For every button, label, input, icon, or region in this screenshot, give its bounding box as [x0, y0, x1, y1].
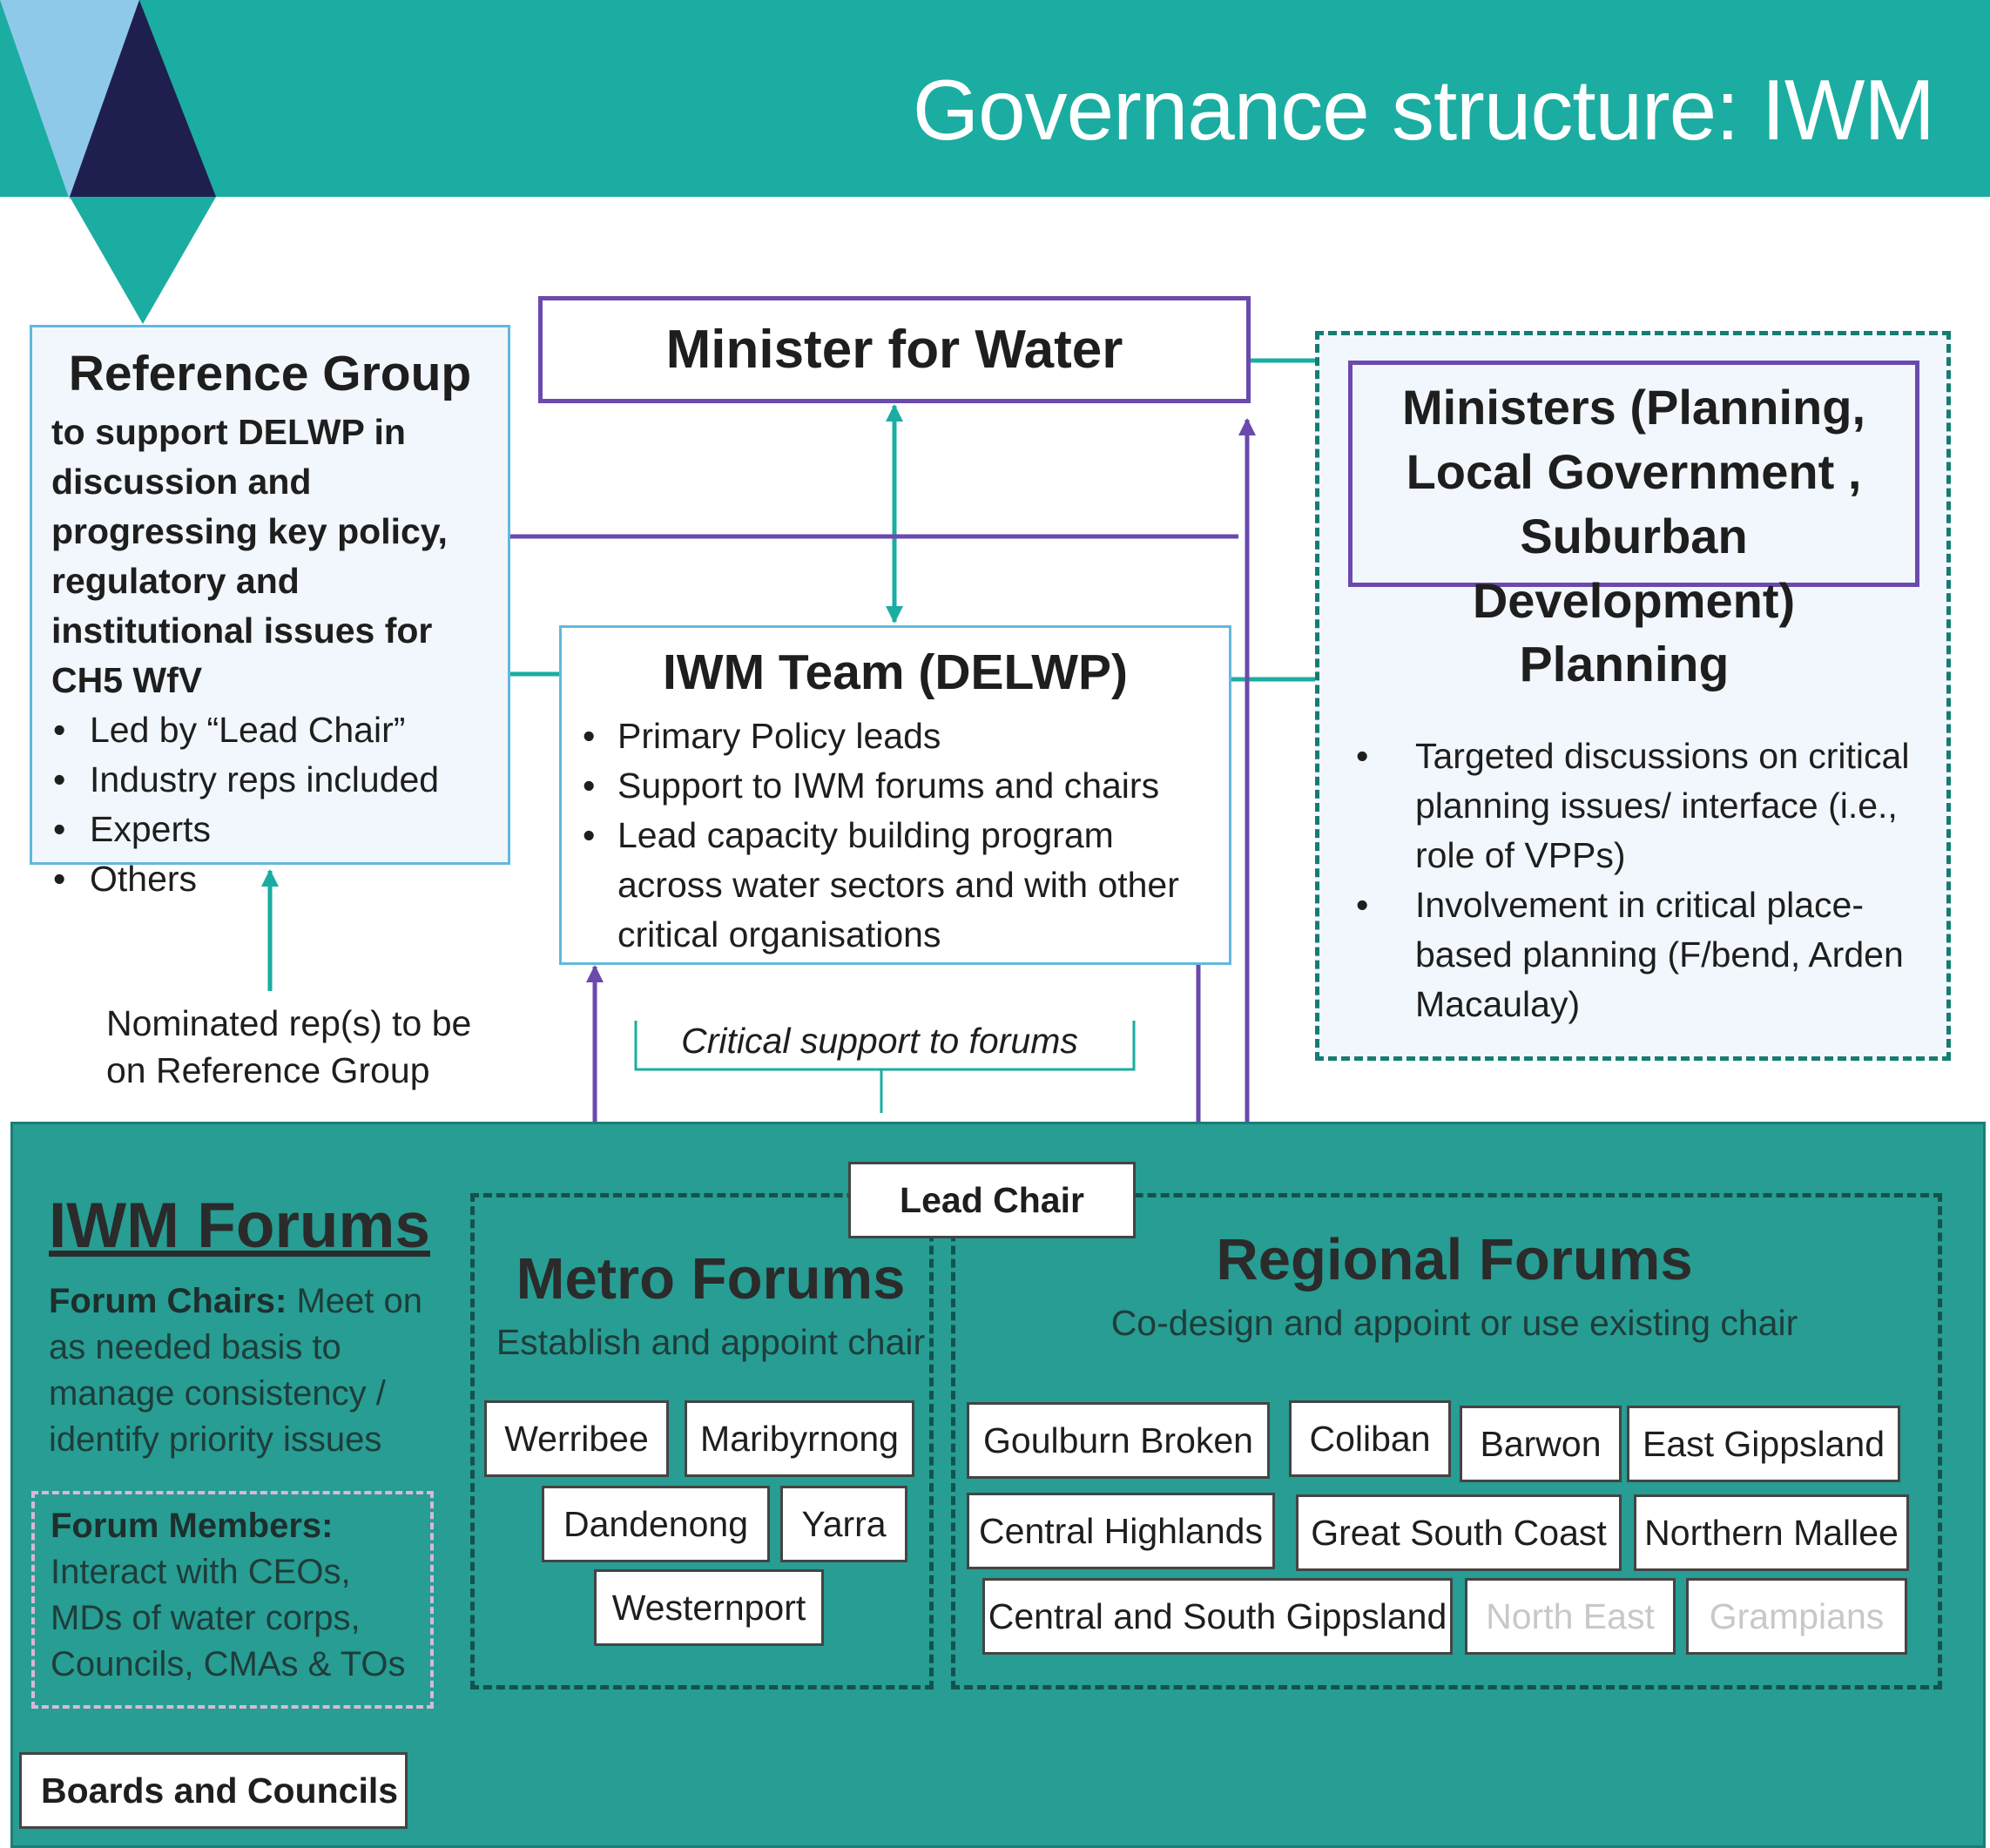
forum-tile-westernport: Westernport	[594, 1569, 824, 1646]
list-item: Support to IWM forums and chairs	[581, 761, 1210, 811]
critical-support-label: Critical support to forums	[681, 1021, 1078, 1061]
forum-tile-coliban: Coliban	[1289, 1400, 1451, 1477]
minister-for-water-box: Minister for Water	[538, 296, 1251, 403]
iwm-forums-band	[10, 1122, 1986, 1848]
list-item: Involvement in critical place-based plan…	[1354, 880, 1933, 1029]
forum-tile-grampians: Grampians	[1686, 1578, 1907, 1655]
forum-tile-east-gippsland: East Gippsland	[1627, 1406, 1900, 1482]
lead-chair-box: Lead Chair	[848, 1162, 1136, 1238]
iwm-forums-title: IWM Forums	[49, 1190, 430, 1261]
forum-tile-barwon: Barwon	[1460, 1406, 1622, 1482]
metro-forums-box	[470, 1193, 934, 1690]
critical-support-brace	[634, 1021, 1136, 1113]
list-item: Others	[51, 854, 489, 904]
forum-tile-great-south-coast: Great South Coast	[1296, 1494, 1622, 1571]
list-item: Primary Policy leads	[581, 712, 1210, 761]
ministers-box: Ministers (Planning, Local Government , …	[1348, 361, 1919, 628]
regional-forums-subtitle: Co-design and appoint or use existing ch…	[1110, 1303, 1798, 1343]
forum-tile-goulburn-broken: Goulburn Broken	[967, 1402, 1270, 1479]
iwm-team-box: IWM Team (DELWP) Primary Policy leads Su…	[559, 625, 1231, 965]
forum-tile-north-east: North East	[1465, 1578, 1676, 1655]
planning-title: Planning	[1519, 637, 1730, 692]
reference-group-box: Reference Group to support DELWP in disc…	[30, 325, 510, 904]
list-item: Experts	[51, 805, 489, 854]
forum-members-description: Interact with CEOs, MDs of water corps, …	[51, 1553, 406, 1683]
logo-shape	[0, 0, 216, 324]
metro-forums-title: Metro Forums	[516, 1246, 906, 1312]
nominated-rep-label: Nominated rep(s) to be on Reference Grou…	[106, 1003, 472, 1090]
iwm-team-bullets: Primary Policy leads Support to IWM foru…	[581, 712, 1210, 960]
list-item: Led by “Lead Chair”	[51, 705, 489, 755]
metro-forums-subtitle: Establish and appoint chair	[496, 1322, 926, 1362]
forum-chairs-text: Forum Chairs: Meet on as needed basis to…	[49, 1278, 441, 1463]
forum-tile-yarra: Yarra	[780, 1486, 907, 1562]
forum-tile-central-and-south-gippsland: Central and South Gippsland	[982, 1578, 1453, 1655]
forum-tile-northern-mallee: Northern Mallee	[1634, 1494, 1909, 1571]
list-item: Industry reps included	[51, 755, 489, 805]
planning-bullets: Targeted discussions on critical plannin…	[1354, 732, 1933, 1029]
list-item: Lead capacity building program across wa…	[581, 811, 1210, 960]
regional-forums-title: Regional Forums	[1216, 1227, 1693, 1292]
forum-members-box: Forum Members: Interact with CEOs, MDs o…	[31, 1491, 434, 1709]
forum-members-label: Forum Members:	[51, 1507, 334, 1545]
forum-tile-central-highlands: Central Highlands	[967, 1493, 1275, 1569]
iwm-team-title: IWM Team (DELWP)	[662, 644, 1129, 700]
forum-tile-maribyrnong: Maribyrnong	[685, 1400, 914, 1477]
forum-tile-dandenong: Dandenong	[542, 1486, 770, 1562]
reference-group-title: Reference Group	[68, 346, 472, 401]
boards-and-councils-box: Boards and Councils	[19, 1752, 408, 1829]
list-item: Targeted discussions on critical plannin…	[1354, 732, 1933, 880]
regional-forums-box	[951, 1193, 1942, 1690]
reference-group-bullets: Led by “Lead Chair” Industry reps includ…	[51, 705, 489, 904]
forum-chairs-description: Meet on as needed basis to manage consis…	[49, 1282, 423, 1459]
header-banner	[0, 0, 1990, 197]
forum-tile-werribee: Werribee	[484, 1400, 669, 1477]
forum-chairs-label: Forum Chairs:	[49, 1282, 287, 1320]
reference-group-description: to support DELWP in discussion and progr…	[51, 412, 448, 700]
page-title: Governance structure: IWM	[912, 62, 1935, 158]
